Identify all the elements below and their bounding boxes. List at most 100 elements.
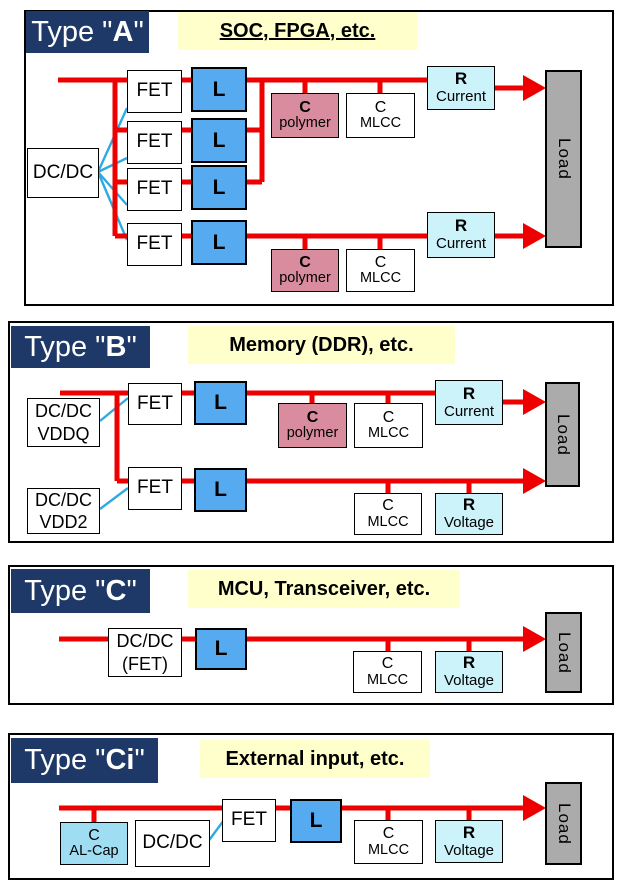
cap-type: polymer [279, 115, 331, 132]
title-letter: C [105, 574, 127, 607]
mlcc-cap-box: C MLCC [346, 93, 415, 138]
title-prefix: Type " [31, 15, 113, 48]
type-b-title: Type "B" [11, 326, 150, 368]
fet-box: FET [222, 799, 276, 842]
fet-box: FET [128, 383, 182, 425]
load-box: Load [545, 612, 582, 693]
category-text: SOC, FPGA, etc. [219, 19, 376, 42]
fet-note: (FET) [122, 653, 168, 674]
fet-box: FET [127, 223, 182, 266]
sense-type: Current [435, 235, 487, 253]
title-letter: A [112, 15, 134, 48]
voltage-sense-box: R Voltage [435, 493, 503, 535]
cap-symbol: C [374, 253, 387, 271]
panel-type-b [8, 321, 614, 543]
control-line [99, 397, 129, 422]
cap-symbol: C [382, 497, 394, 515]
voltage-sense-box: R Voltage [435, 651, 503, 693]
title-prefix: Type " [24, 330, 106, 363]
cap-type: MLCC [359, 270, 402, 287]
arrowhead-icon [523, 468, 546, 494]
inductor-box: L [191, 118, 247, 163]
cap-type: MLCC [366, 671, 409, 688]
sense-symbol: R [454, 216, 468, 236]
cap-symbol: C [382, 825, 395, 843]
load-label: Load [553, 413, 573, 456]
dcdc-box: DC/DC [27, 148, 99, 198]
load-box: Load [545, 782, 582, 865]
arrowhead-icon [523, 795, 546, 821]
dcdc-line: DC/DC [35, 489, 92, 510]
category-label-c: MCU, Transceiver, etc. [188, 570, 460, 608]
inductor-box: L [191, 220, 247, 265]
type-c-title: Type "C" [11, 569, 150, 613]
polymer-cap-box: C polymer [271, 93, 339, 138]
dcdc-vdd2-box: DC/DC VDD2 [27, 488, 100, 534]
cap-symbol: C [374, 98, 387, 116]
mlcc-cap-box: C MLCC [354, 403, 423, 448]
title-suffix: " [126, 574, 137, 607]
category-label-b: Memory (DDR), etc. [188, 326, 455, 364]
mlcc-cap-box: C MLCC [354, 493, 422, 535]
cap-symbol: C [382, 408, 395, 426]
current-sense-box: R Current [435, 380, 503, 425]
dcdc-vddq-box: DC/DC VDDQ [27, 398, 100, 447]
mlcc-cap-box: C MLCC [353, 651, 422, 693]
mlcc-cap-box: C MLCC [354, 820, 423, 864]
arrowheads [523, 75, 546, 821]
cap-type: polymer [286, 425, 339, 442]
title-letter: Ci [105, 744, 135, 776]
current-sense-box: R Current [427, 66, 495, 110]
panel-type-ci [8, 733, 614, 880]
dcdc-line: DC/DC [35, 401, 92, 421]
current-sense-box: R Current [427, 212, 495, 258]
rail-name: VDDQ [37, 423, 90, 444]
category-text: MCU, Transceiver, etc. [217, 577, 431, 600]
arrowhead-icon [523, 626, 546, 652]
cap-type: polymer [279, 270, 331, 287]
arrowhead-icon [523, 223, 546, 249]
sense-type: Voltage [443, 672, 495, 690]
cap-type: MLCC [367, 513, 409, 530]
control-line [99, 487, 129, 510]
sense-symbol: R [462, 495, 476, 515]
title-suffix: " [133, 15, 144, 48]
category-label-a: SOC, FPGA, etc. [178, 12, 417, 50]
fet-box: FET [127, 70, 182, 113]
inductor-box: L [290, 799, 342, 843]
sense-type: Voltage [443, 514, 495, 532]
sense-type: Current [443, 402, 495, 420]
sense-symbol: R [462, 653, 476, 673]
arrowhead-icon [523, 389, 546, 415]
title-prefix: Type " [24, 574, 106, 607]
load-label: Load [554, 802, 574, 845]
title-letter: B [105, 330, 127, 363]
category-text: Memory (DDR), etc. [229, 333, 414, 356]
sense-type: Voltage [443, 841, 495, 859]
panel-type-c [8, 565, 614, 705]
sense-symbol: R [454, 69, 468, 89]
inductor-box: L [191, 67, 247, 112]
type-ci-title: Type "Ci" [11, 738, 158, 783]
inductor-box: L [191, 165, 247, 210]
fet-box: FET [127, 121, 182, 164]
title-suffix: " [134, 744, 145, 776]
title-suffix: " [126, 330, 137, 363]
cap-symbol: C [299, 253, 311, 271]
sense-symbol: R [462, 383, 476, 403]
sense-type: Current [435, 88, 487, 106]
polymer-cap-box: C polymer [278, 403, 347, 448]
cap-symbol: C [88, 826, 100, 844]
fet-box: FET [128, 467, 182, 510]
polymer-cap-box: C polymer [271, 249, 339, 292]
dcdc-fet-box: DC/DC (FET) [108, 628, 182, 677]
dcdc-line: DC/DC [116, 631, 174, 651]
fet-box: FET [127, 168, 182, 211]
inductor-box: L [194, 468, 247, 512]
cap-type: MLCC [359, 115, 402, 132]
inductor-box: L [194, 381, 247, 425]
load-box: Load [545, 382, 580, 487]
load-box: Load [545, 70, 582, 248]
category-label-ci: External input, etc. [200, 740, 430, 778]
